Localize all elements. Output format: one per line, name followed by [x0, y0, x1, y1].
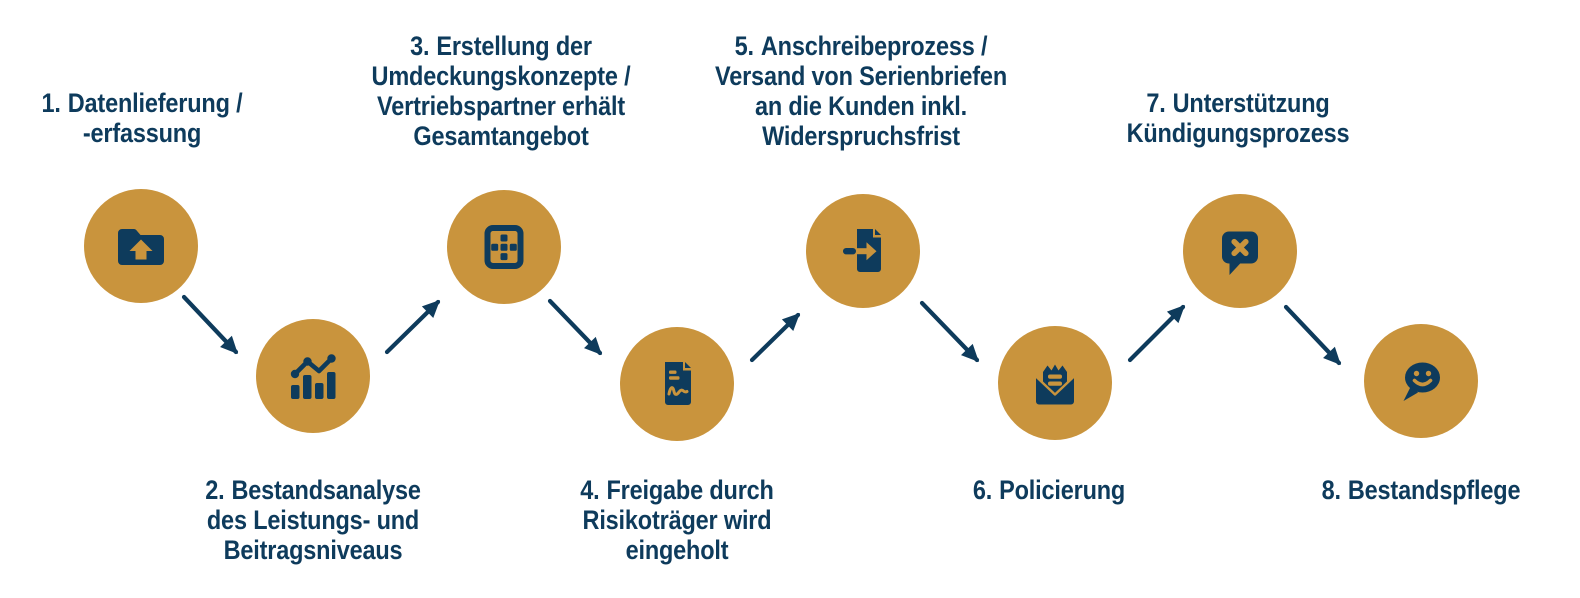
envelope-letter-icon	[1035, 364, 1075, 405]
arrow-step3-step4	[547, 298, 603, 356]
step-8-text: Bestandspflege	[1347, 475, 1521, 505]
step-8-number: 8.	[1321, 475, 1341, 505]
step-6-circle	[998, 326, 1112, 440]
step-1-number: 1.	[41, 88, 61, 118]
step-8-circle	[1364, 324, 1478, 438]
document-signature-icon	[665, 362, 691, 405]
step-5-number: 5.	[734, 31, 754, 61]
step-3-text: Erstellung der	[436, 31, 592, 61]
step-4-number: 4.	[580, 475, 600, 505]
step-7-text: Unterstützung	[1172, 88, 1330, 118]
step-5-label: 5.Anschreibeprozess / Versand von Serien…	[715, 31, 1007, 151]
step-8-label: 8.Bestandspflege	[1282, 475, 1560, 505]
chat-close-icon	[1222, 231, 1258, 275]
step-1-circle	[84, 189, 198, 303]
step-2-label: 2.Bestandsanalyse des Leistungs- und Bei…	[205, 475, 421, 565]
step-4-circle	[620, 327, 734, 441]
step-3-circle	[447, 190, 561, 304]
step-3-number: 3.	[410, 31, 430, 61]
arrow-step5-step6	[919, 300, 980, 363]
arrow-step1-step2	[181, 294, 239, 355]
step-7-circle	[1183, 194, 1297, 308]
folder-upload-icon	[118, 229, 164, 265]
step-7-number: 7.	[1146, 88, 1166, 118]
step-2-number: 2.	[205, 475, 225, 505]
step-2-text: Bestandsanalyse	[231, 475, 421, 505]
step-4-text: Freigabe durch	[606, 475, 774, 505]
step-1-text: Datenlieferung /	[67, 88, 243, 118]
step-7-label: 7.Unterstützung Kündigungsprozess	[1126, 88, 1350, 148]
chat-smiley-icon	[1403, 362, 1440, 401]
step-6-number: 6.	[972, 475, 993, 505]
step-5-circle	[806, 194, 920, 308]
step-1-label: 1.Datenlieferung / -erfassung	[41, 88, 243, 148]
arrow-step6-step7	[1127, 304, 1186, 363]
step-4-label: 4.Freigabe durch Risikoträger wird einge…	[580, 475, 774, 565]
step-3-label: 3.Erstellung der Umdeckungskonzepte / Ve…	[371, 31, 631, 151]
arrow-step7-step8	[1283, 304, 1342, 366]
document-import-icon	[843, 229, 881, 272]
step-2-circle	[256, 319, 370, 433]
arrow-step4-step5	[749, 312, 801, 363]
step-6-text: Policierung	[999, 475, 1126, 505]
grid-square-icon	[484, 225, 524, 269]
step-6-label: 6.Policierung	[919, 475, 1180, 505]
bar-chart-trend-icon	[290, 354, 336, 399]
step-5-text: Anschreibeprozess /	[760, 31, 988, 61]
arrow-step2-step3	[384, 299, 441, 355]
